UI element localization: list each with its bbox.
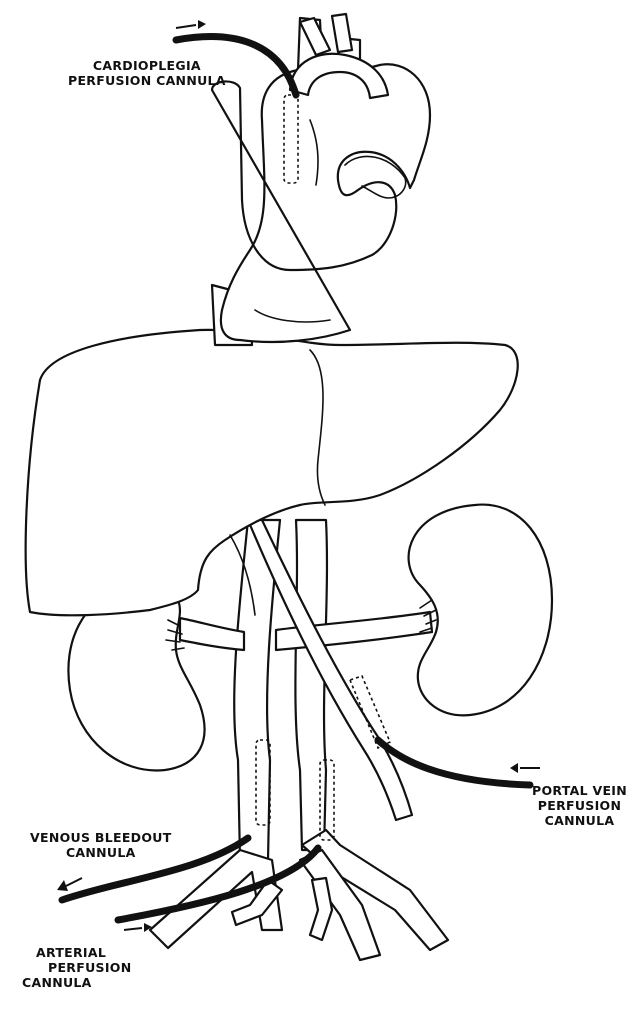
portal-vein-flow-arrow	[510, 763, 540, 773]
venous-bleedout-label: VENOUS BLEEDOUT CANNULA	[30, 830, 172, 860]
cardioplegia-flow-arrow	[176, 20, 206, 29]
arterial-perfusion-flow-arrow	[124, 923, 152, 932]
venous-bleedout-flow-arrow	[57, 878, 82, 891]
portal-vein-cannula	[378, 740, 530, 785]
portal-vein-label-line3: CANNULA	[532, 813, 627, 828]
arterial-perfusion-label-line2: PERFUSION	[22, 960, 131, 975]
abdominal-aorta	[295, 520, 327, 850]
portal-vein	[248, 520, 412, 820]
cardioplegia-label: CARDIOPLEGIA PERFUSION CANNULA	[68, 58, 226, 88]
arterial-perfusion-label: ARTERIAL PERFUSION CANNULA	[22, 945, 131, 990]
venous-bleedout-label-line1: VENOUS BLEEDOUT	[30, 830, 172, 845]
cardioplegia-label-line2: PERFUSION CANNULA	[68, 73, 226, 88]
portal-vein-label-line1: PORTAL VEIN	[532, 783, 627, 798]
portal-vein-label: PORTAL VEIN PERFUSION CANNULA	[532, 783, 627, 828]
portal-vein-label-line2: PERFUSION	[532, 798, 627, 813]
arterial-perfusion-label-line1: ARTERIAL	[22, 945, 131, 960]
iliac-branch-small-right	[310, 878, 332, 940]
arterial-perfusion-label-line3: CANNULA	[22, 975, 131, 990]
right-kidney	[409, 505, 552, 716]
renal-vein-left	[180, 618, 244, 650]
cardioplegia-label-line1: CARDIOPLEGIA	[68, 58, 226, 73]
venous-bleedout-label-line2: CANNULA	[30, 845, 172, 860]
